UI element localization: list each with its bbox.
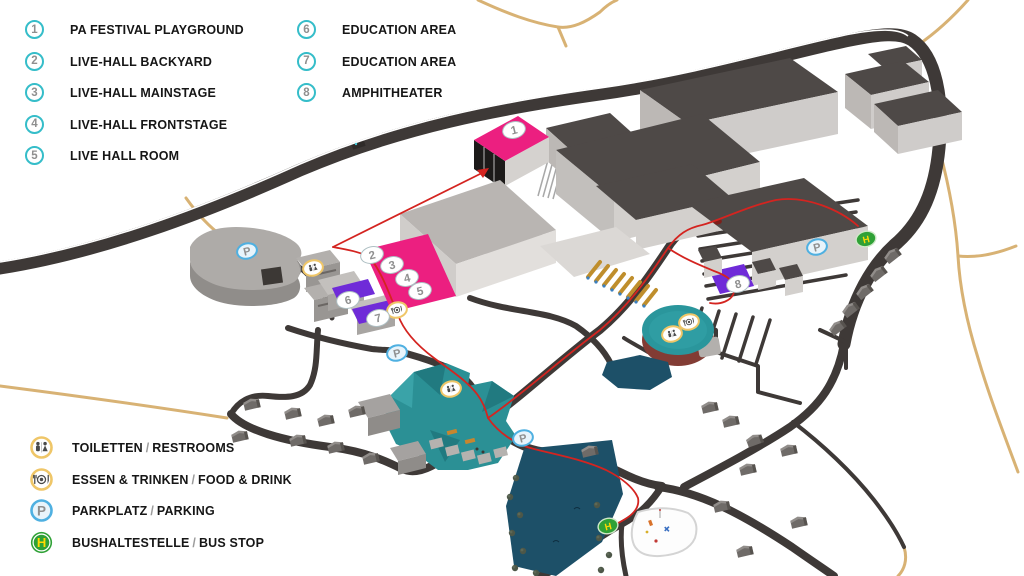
- area-label: LIVE-HALL FRONTSTAGE: [70, 116, 228, 132]
- pond: [602, 355, 672, 390]
- playground-area: [630, 507, 698, 558]
- area-number-badge: 5: [25, 146, 44, 166]
- legend-area-1: 1 PA FESTIVAL PLAYGROUND: [25, 20, 251, 39]
- restrooms-badge-icon: [440, 380, 462, 398]
- lake: [506, 440, 623, 576]
- svg-text:P: P: [37, 503, 46, 518]
- legend-service-item: H BUSHALTESTELLE/BUS STOP: [30, 531, 301, 554]
- service-label: ESSEN & TRINKEN/FOOD & DRINK: [72, 471, 292, 487]
- amphitheater-building: [688, 178, 868, 296]
- map-marker-7: 7: [366, 309, 390, 327]
- area-number-badge: 4: [25, 114, 44, 134]
- village-annexes: [358, 394, 426, 475]
- area-label: LIVE-HALL MAINSTAGE: [70, 85, 217, 101]
- area-label: AMPHITHEATER: [342, 85, 443, 101]
- svg-text:H: H: [862, 234, 871, 246]
- legend-area-7: 7 EDUCATION AREA: [297, 51, 461, 71]
- area-number-badge: 8: [297, 83, 316, 103]
- svg-text:1: 1: [510, 124, 520, 137]
- service-label: BUSHALTESTELLE/BUS STOP: [72, 534, 265, 550]
- svg-text:P: P: [392, 347, 402, 360]
- highway-center-line: [0, 29, 909, 263]
- area-number-badge: 2: [25, 51, 44, 71]
- bus-stop-icon: H: [30, 531, 53, 554]
- industrial-hall-center: [546, 113, 760, 250]
- legend-area-8: 8 AMPHITHEATER: [297, 83, 461, 103]
- svg-text:P: P: [812, 241, 822, 254]
- svg-text:5: 5: [416, 285, 426, 298]
- legend-areas-column-2: 6 EDUCATION AREA 7 EDUCATION AREA 8 AMPH…: [297, 20, 461, 115]
- map-marker-5: 5: [408, 282, 432, 300]
- service-label: PARKPLATZ/PARKING: [72, 503, 215, 519]
- legend-areas-column-1: 1 PA FESTIVAL PLAYGROUND 2 LIVE-HALL BAC…: [25, 20, 251, 178]
- legend-service-item: ESSEN & TRINKEN/FOOD & DRINK: [30, 467, 301, 491]
- service-label: TOILETTEN/RESTROOMS: [72, 440, 235, 455]
- restrooms-icon: [30, 436, 53, 459]
- svg-text:P: P: [242, 245, 252, 258]
- svg-text:8: 8: [734, 278, 744, 291]
- area-number-badge: 7: [297, 51, 316, 71]
- svg-text:P: P: [518, 432, 528, 445]
- restrooms-badge-icon: [302, 259, 324, 277]
- legend-area-3: 3 LIVE-HALL MAINSTAGE: [25, 83, 251, 103]
- svg-text:6: 6: [344, 294, 353, 307]
- legend-area-4: 4 LIVE-HALL FRONTSTAGE: [25, 114, 251, 134]
- legend-area-2: 2 LIVE-HALL BACKYARD: [25, 51, 251, 71]
- area-number-badge: 1: [25, 20, 44, 39]
- svg-text:7: 7: [374, 312, 383, 325]
- parking-badge-icon: P: [512, 429, 534, 447]
- svg-text:3: 3: [388, 259, 397, 272]
- area-label: PA FESTIVAL PLAYGROUND: [70, 22, 244, 37]
- area-number-badge: 6: [297, 20, 316, 39]
- legend-service-item: TOILETTEN/RESTROOMS: [30, 436, 301, 459]
- map-marker-6: 6: [336, 291, 360, 309]
- containers-row: [586, 260, 658, 308]
- parking-badge-icon: P: [806, 238, 828, 256]
- parking-structure: [190, 227, 302, 306]
- svg-text:H: H: [604, 521, 613, 533]
- area-label: LIVE HALL ROOM: [70, 148, 180, 164]
- area-label: EDUCATION AREA: [342, 22, 457, 37]
- bus-badge-icon: H: [855, 230, 877, 248]
- legend-services: TOILETTEN/RESTROOMS ESSEN & TRINKEN/FOOD…: [30, 436, 301, 562]
- live-hall-building: [400, 180, 650, 297]
- bus-badge-icon: H: [597, 517, 619, 535]
- restrooms-badge-icon: [661, 325, 683, 343]
- map-marker-1: 1: [502, 121, 526, 139]
- industrial-hall-ne: [845, 46, 962, 154]
- map-overlay: P P P P H H 1 2 3 4: [236, 121, 877, 535]
- food-badge-icon: [678, 313, 700, 331]
- lake-birds: [552, 507, 581, 543]
- legend-area-5: 5 LIVE HALL ROOM: [25, 146, 251, 166]
- area-number-badge: 3: [25, 83, 44, 103]
- parking-badge-icon: P: [236, 242, 258, 260]
- legend-area-6: 6 EDUCATION AREA: [297, 20, 461, 39]
- legend-service-item: P PARKPLATZ/PARKING: [30, 499, 301, 522]
- svg-text:H: H: [37, 535, 46, 550]
- map-marker-2: 2: [360, 246, 384, 264]
- map-marker-8: 8: [726, 275, 750, 293]
- buildings-layer: [190, 46, 962, 576]
- parking-icon: P: [30, 499, 53, 522]
- area-label: EDUCATION AREA: [342, 53, 457, 69]
- svg-text:2: 2: [368, 249, 377, 262]
- map-marker-3: 3: [380, 256, 404, 274]
- parking-badge-icon: P: [386, 344, 408, 362]
- area-label: LIVE-HALL BACKYARD: [70, 53, 213, 69]
- map-marker-4: 4: [395, 269, 419, 287]
- svg-text:4: 4: [403, 272, 413, 285]
- food-drink-icon: [30, 467, 53, 491]
